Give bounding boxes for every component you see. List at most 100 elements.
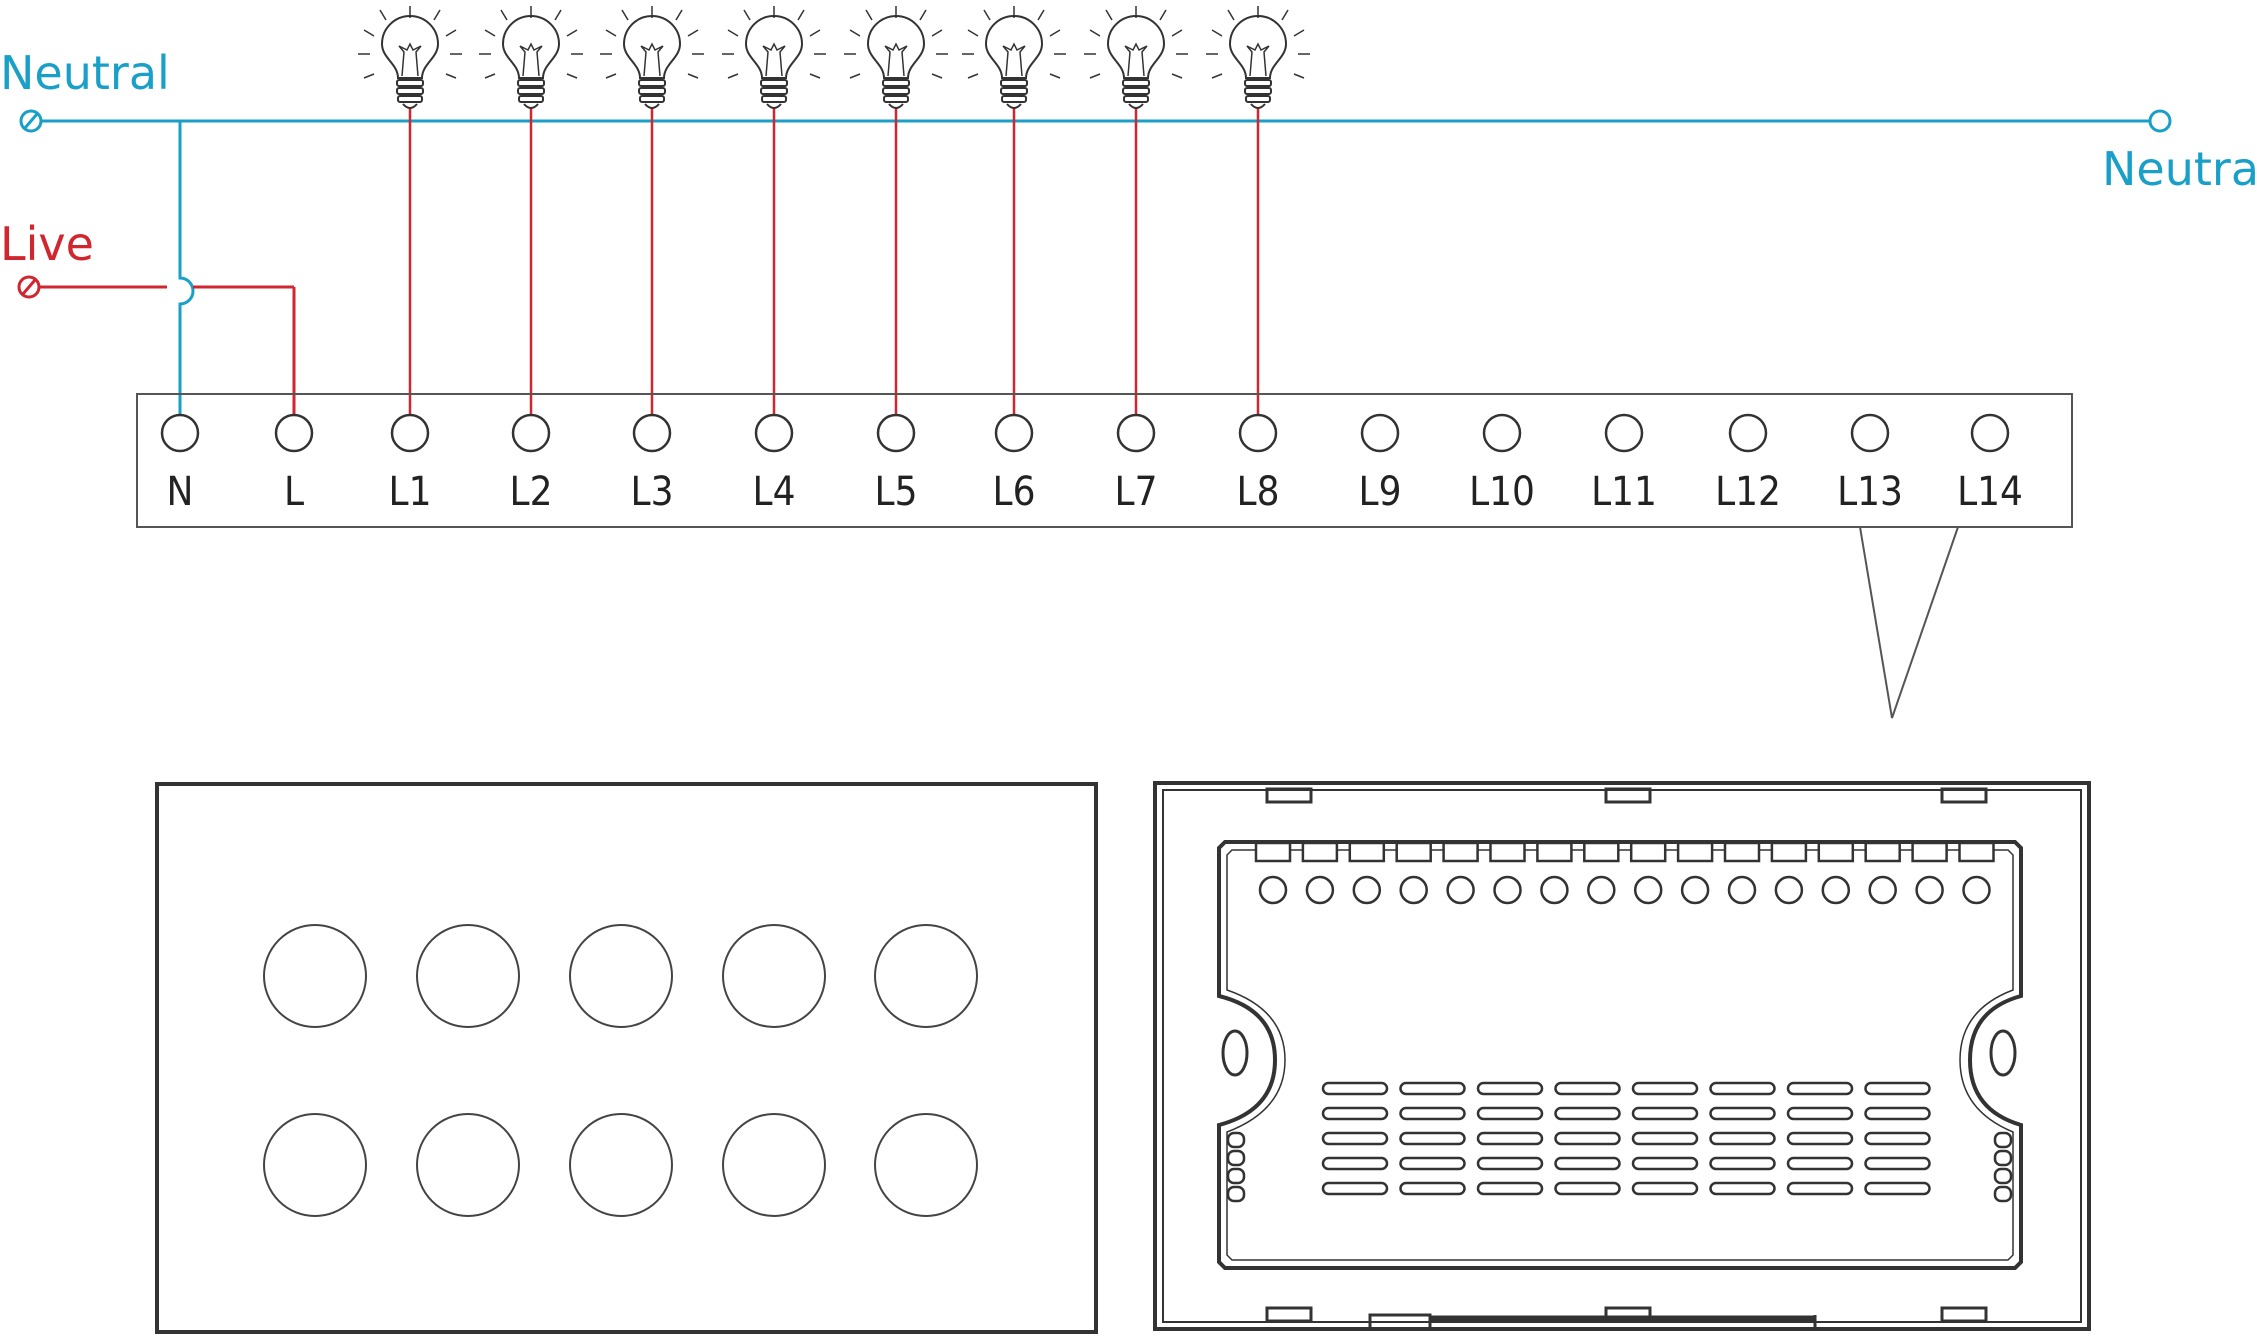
terminal-screw	[1728, 413, 1768, 453]
terminal-l10: L10	[1469, 413, 1535, 515]
touch-button	[569, 924, 673, 1028]
back-terminal	[1254, 841, 1292, 905]
live-input-slash	[21, 279, 37, 295]
vent-slot	[1399, 1106, 1466, 1121]
terminal-label: L1	[389, 469, 432, 515]
vent-slot	[1321, 1106, 1389, 1121]
vent-slot	[1786, 1081, 1854, 1096]
side-rib	[1993, 1131, 2013, 1149]
terminal-block	[136, 393, 2073, 528]
terminal-label: L6	[993, 469, 1036, 515]
clip-tab-bottom	[1265, 1306, 1313, 1323]
terminal-label: L11	[1591, 469, 1657, 515]
back-terminal	[1583, 841, 1620, 905]
vent-slot	[1631, 1131, 1699, 1146]
vent-slot	[1786, 1106, 1854, 1121]
terminal-l12: L12	[1715, 413, 1781, 515]
vent-slot	[1399, 1131, 1466, 1146]
side-rib	[1993, 1167, 2013, 1185]
terminal-screw	[1604, 413, 1644, 453]
live-wire	[40, 285, 296, 430]
vent-slot	[1399, 1156, 1466, 1171]
terminal-label: L7	[1115, 469, 1158, 515]
vent-slot	[1786, 1156, 1854, 1171]
back-terminal	[1676, 841, 1714, 905]
vent-slot	[1476, 1081, 1544, 1096]
vent-slot	[1709, 1106, 1776, 1121]
mounting-slot-left	[1221, 1029, 1249, 1077]
vent-slot	[1786, 1181, 1854, 1196]
clip-tab-top	[1604, 787, 1652, 804]
touch-button	[263, 924, 367, 1028]
vent-slot	[1864, 1131, 1931, 1146]
terminal-l11: L11	[1591, 413, 1657, 515]
vent-slot	[1321, 1181, 1389, 1196]
neutral-label-right: Neutral	[2102, 142, 2257, 196]
clip-tab-top	[1940, 787, 1988, 804]
light-bulb-icon	[358, 6, 462, 109]
back-panel	[1153, 781, 2091, 1331]
vent-slot	[1476, 1156, 1544, 1171]
back-terminal	[1770, 841, 1808, 905]
back-panel-side-ribs	[1226, 1131, 2013, 1203]
back-terminal	[1958, 841, 1995, 905]
side-rib	[1993, 1149, 2013, 1167]
terminal-label: L14	[1957, 469, 2023, 515]
back-panel-clips	[1265, 787, 1988, 1329]
touch-button	[722, 1113, 826, 1217]
terminal-screw	[1850, 413, 1890, 453]
back-terminal	[1536, 841, 1573, 905]
touch-button	[722, 924, 826, 1028]
live-label: Live	[0, 217, 94, 271]
vent-slot	[1631, 1106, 1699, 1121]
back-terminal	[1348, 841, 1386, 905]
back-terminal	[1911, 841, 1948, 905]
side-rib	[1226, 1149, 1246, 1167]
vent-slot	[1709, 1081, 1776, 1096]
side-rib	[1993, 1185, 2013, 1203]
vent-slot	[1631, 1156, 1699, 1171]
back-terminal	[1817, 841, 1855, 905]
light-bulb-icon	[962, 6, 1066, 109]
terminal-l14: L14	[1957, 413, 2023, 515]
vent-slot	[1476, 1106, 1544, 1121]
vent-slot	[1864, 1106, 1931, 1121]
side-rib	[1226, 1131, 1246, 1149]
vent-slot	[1786, 1131, 1854, 1146]
clip-tab-bottom	[1940, 1306, 1988, 1323]
light-bulb-icon	[1206, 6, 1310, 109]
bottom-edge-detail	[1368, 1313, 1817, 1329]
vent-slot	[1476, 1181, 1544, 1196]
terminal-screw	[754, 413, 794, 453]
terminal-screw	[1360, 413, 1400, 453]
vent-slot	[1631, 1181, 1699, 1196]
back-terminal	[1395, 841, 1432, 905]
vent-slot	[1554, 1081, 1621, 1096]
neutral-output-terminal	[2148, 109, 2172, 133]
vent-slot	[1554, 1156, 1621, 1171]
back-panel-vents	[1321, 1081, 1931, 1196]
light-bulb-icon	[479, 6, 583, 109]
callout-pointer	[1859, 526, 1959, 719]
touch-button	[416, 924, 520, 1028]
terminal-l8: L8	[1237, 413, 1279, 515]
terminal-screw	[274, 413, 314, 453]
terminal-label: L5	[875, 469, 918, 515]
vent-slot	[1321, 1156, 1389, 1171]
touch-button	[263, 1113, 367, 1217]
light-bulb-icon	[600, 6, 704, 109]
terminal-screw	[876, 413, 916, 453]
back-terminal	[1723, 841, 1761, 905]
terminal-label: L4	[753, 469, 796, 515]
terminal-screw	[160, 413, 200, 453]
terminal-l5: L5	[875, 413, 918, 515]
terminal-screw	[994, 413, 1034, 453]
terminal-screw	[390, 413, 430, 453]
terminal-l4: L4	[753, 413, 796, 515]
terminal-l6: L6	[993, 413, 1036, 515]
terminal-screw	[1970, 413, 2010, 453]
vent-slot	[1399, 1081, 1466, 1096]
light-bulbs	[358, 6, 1310, 109]
